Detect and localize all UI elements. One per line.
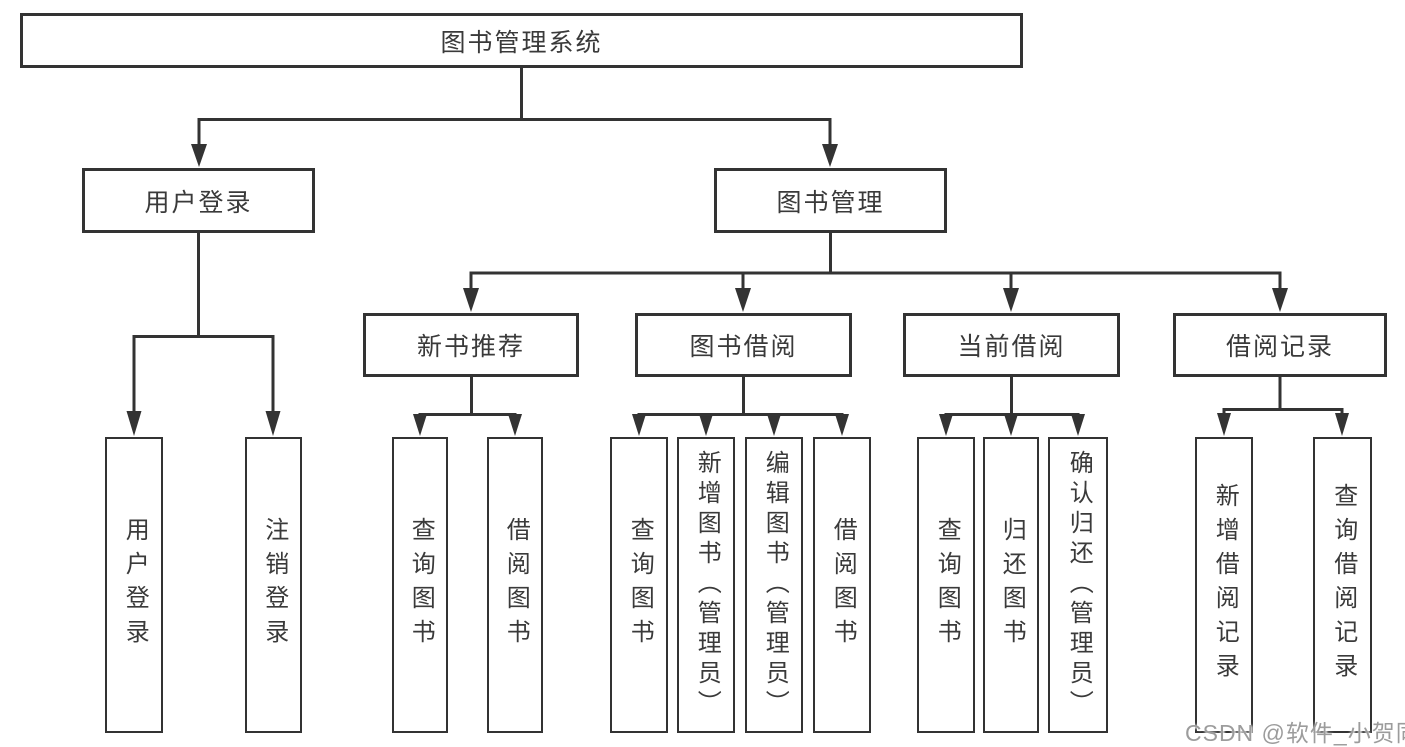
node-current-borrowing: 当前借阅: [903, 313, 1120, 377]
node-book-borrowing: 图书借阅: [635, 313, 852, 377]
leaf-current-query-books: 查询图书: [917, 437, 975, 733]
leaf-records-query-borrow-record: 查询借阅记录: [1313, 437, 1372, 733]
leaf-label: 查询图书: [626, 517, 654, 653]
node-book-management: 图书管理: [714, 168, 947, 233]
leaf-label: 新增借阅记录: [1211, 483, 1239, 687]
leaf-label: 借阅图书: [829, 517, 857, 653]
node-label: 图书管理系统: [440, 28, 603, 57]
leaf-current-return-books: 归还图书: [983, 437, 1039, 733]
node-borrow-records: 借阅记录: [1173, 313, 1387, 377]
leaf-records-add-borrow-record: 新增借阅记录: [1195, 437, 1253, 733]
leaf-label: 查询图书: [407, 517, 435, 653]
leaf-label: 归还图书: [998, 517, 1026, 653]
node-new-book-recommend: 新书推荐: [363, 313, 579, 377]
node-label: 新书推荐: [416, 333, 525, 361]
node-label: 用户登录: [144, 188, 253, 217]
node-label: 图书借阅: [689, 333, 798, 361]
node-label: 图书管理: [776, 188, 885, 217]
leaf-label: 新增图书（管理员）: [693, 450, 721, 720]
leaf-borrow-edit-books-admin: 编辑图书（管理员）: [745, 437, 803, 733]
node-label: 借阅记录: [1225, 333, 1334, 361]
leaf-newbook-borrow-books: 借阅图书: [487, 437, 543, 733]
leaf-borrow-borrow-books: 借阅图书: [813, 437, 871, 733]
node-user-login: 用户登录: [82, 168, 315, 233]
leaf-label: 借阅图书: [502, 517, 530, 653]
leaf-user-login: 用户登录: [105, 437, 163, 733]
leaf-label: 编辑图书（管理员）: [761, 450, 789, 720]
leaf-label: 用户登录: [121, 517, 149, 653]
leaf-label: 查询借阅记录: [1329, 483, 1357, 687]
csdn-watermark: CSDN @软件_小贺同学: [1185, 720, 1405, 746]
node-library-system: 图书管理系统: [20, 13, 1023, 68]
node-label: 当前借阅: [957, 333, 1066, 361]
leaf-borrow-query-books: 查询图书: [610, 437, 668, 733]
leaf-label: 查询图书: [933, 517, 961, 653]
leaf-current-confirm-return-admin: 确认归还（管理员）: [1048, 437, 1108, 733]
leaf-newbook-query-books: 查询图书: [392, 437, 448, 733]
leaf-logout: 注销登录: [245, 437, 302, 733]
leaf-label: 注销登录: [260, 517, 288, 653]
leaf-label: 确认归还（管理员）: [1065, 450, 1093, 720]
leaf-borrow-add-books-admin: 新增图书（管理员）: [677, 437, 735, 733]
